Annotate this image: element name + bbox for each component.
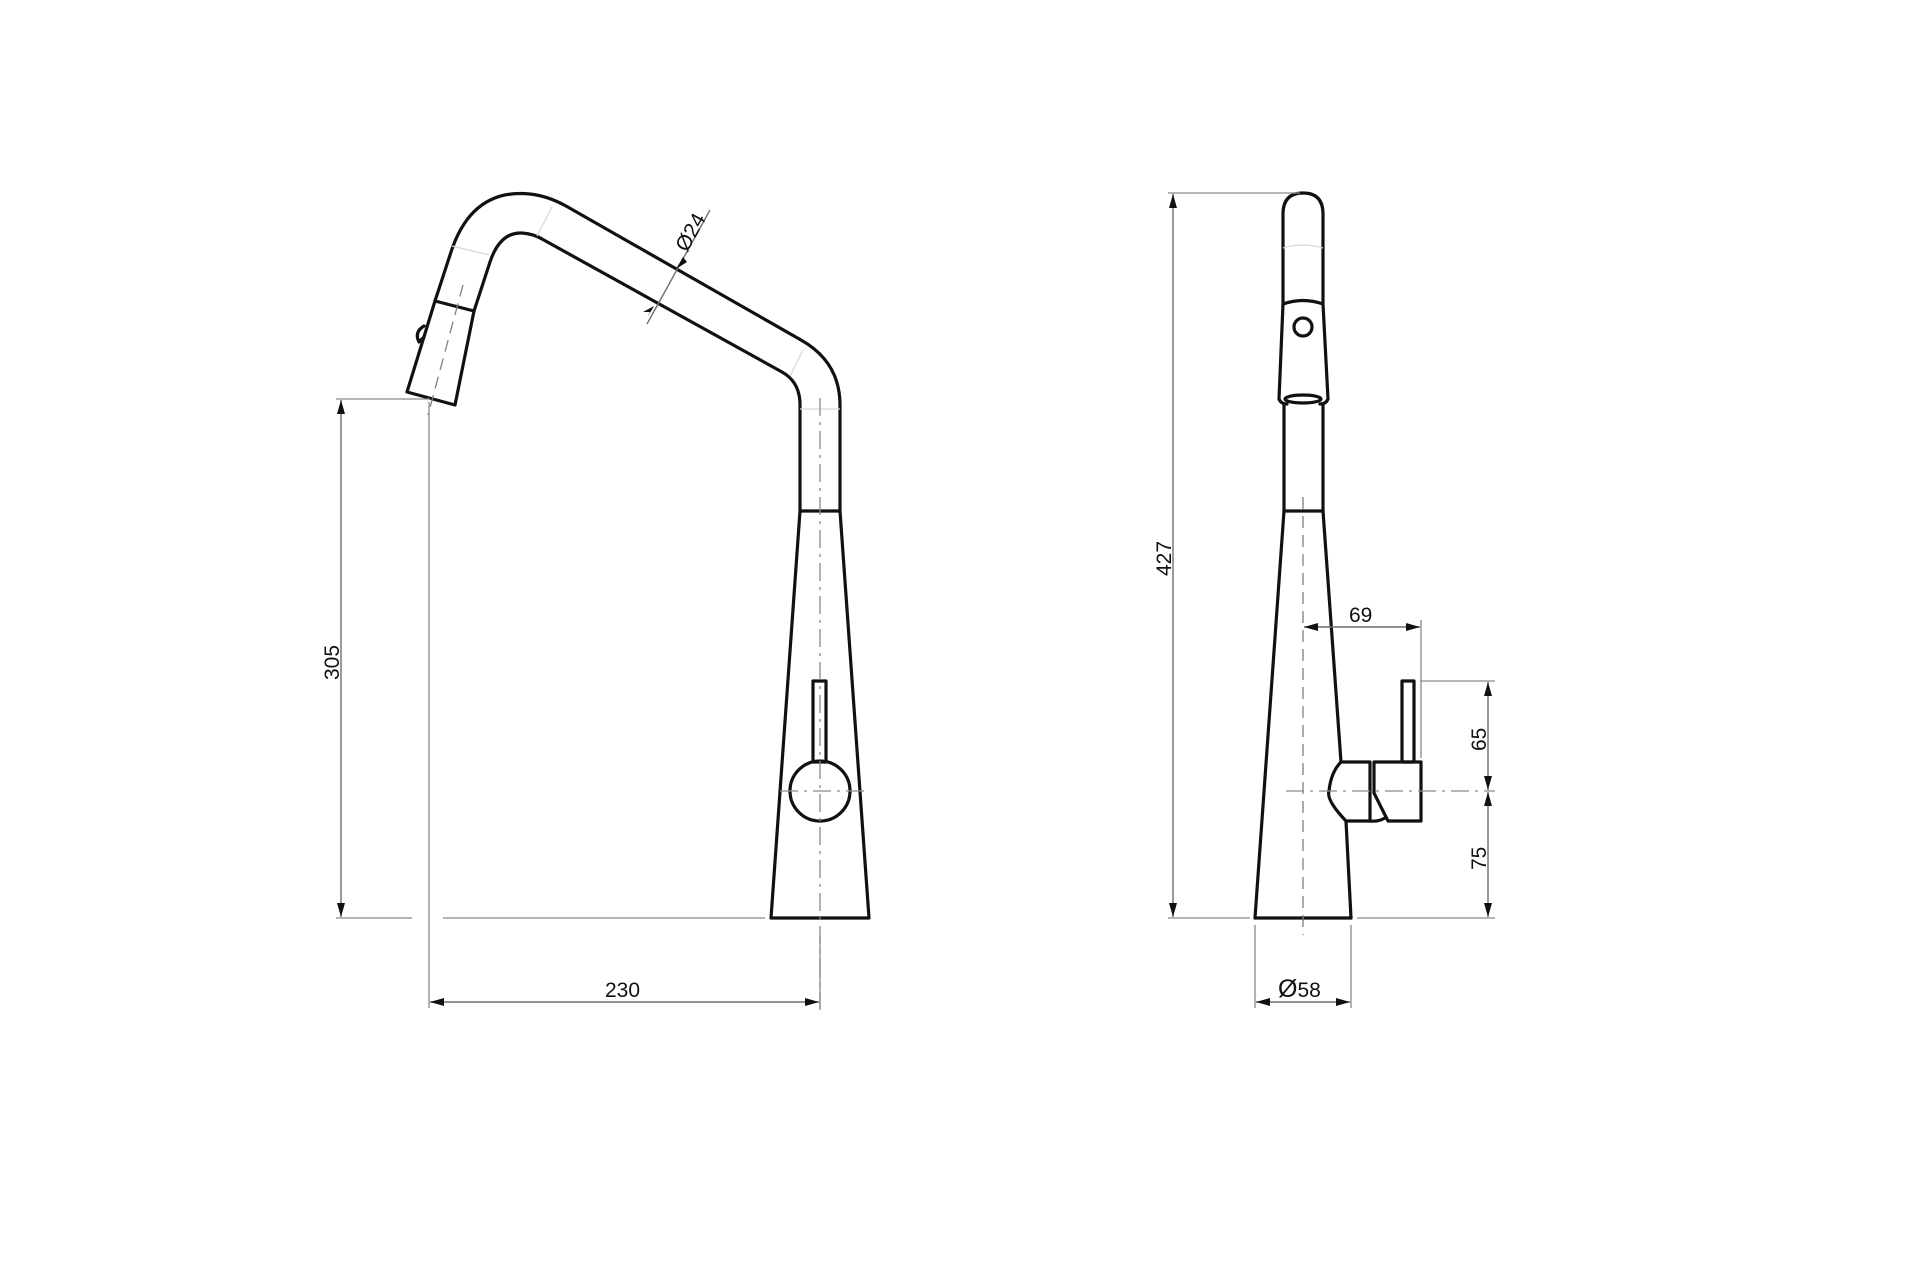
lever-gap [1368, 816, 1387, 823]
arrow-icon [805, 998, 819, 1006]
bend-tangent-line [789, 349, 804, 377]
tapered-body-left [1253, 509, 1286, 920]
spray-head-joint [433, 299, 476, 313]
lever-cartridge-front [1327, 760, 1372, 823]
arrow-icon [676, 257, 687, 269]
spout-inner-edge [472, 231, 802, 513]
spray-head-side [1277, 302, 1330, 406]
side-view: 427 69 65 75 Ø58 [1153, 191, 1495, 1008]
lever-height-label: 65 [1468, 728, 1491, 751]
spout-diameter-label: Ø24 [671, 209, 711, 255]
spout-outer-edge [433, 191, 842, 513]
arrow-icon [337, 903, 345, 917]
lever-handle [1400, 679, 1416, 764]
bend-tangent-line [451, 245, 490, 256]
arrow-icon [1336, 998, 1350, 1006]
arrow-icon [1406, 623, 1420, 631]
tapered-body-right-lower [1344, 819, 1353, 920]
spout-reach-label: 230 [605, 979, 640, 1002]
arrow-icon [643, 306, 654, 318]
spray-axis-line [427, 284, 464, 416]
arrow-icon [1484, 903, 1492, 917]
arrow-icon [1484, 682, 1492, 696]
spout-height-label: 305 [321, 645, 344, 680]
tapered-body-right-upper [1321, 509, 1343, 764]
lever-axis-height-label: 75 [1468, 847, 1491, 870]
arrow-icon [1484, 792, 1492, 806]
capsule-tangent [1282, 244, 1324, 249]
lever-projection-label: 69 [1349, 604, 1372, 627]
spray-button [415, 324, 426, 344]
arrow-icon [1484, 776, 1492, 790]
arrow-icon [1169, 903, 1177, 917]
arrow-icon [1169, 194, 1177, 208]
spout-top-capsule [1281, 191, 1325, 304]
arrow-icon [430, 998, 444, 1006]
arrow-icon [1256, 998, 1270, 1006]
bend-tangent-line [536, 206, 553, 237]
arrow-icon [337, 400, 345, 414]
overall-height-label: 427 [1153, 541, 1176, 576]
spray-button [1292, 316, 1314, 338]
front-view: Ø24 305 230 [321, 191, 871, 1010]
spray-head-top-edge [1281, 298, 1325, 306]
base-diameter-label: Ø58 [1278, 975, 1321, 1003]
spray-head [405, 299, 476, 407]
arrow-icon [1304, 623, 1318, 631]
spray-outlet [1283, 393, 1323, 405]
